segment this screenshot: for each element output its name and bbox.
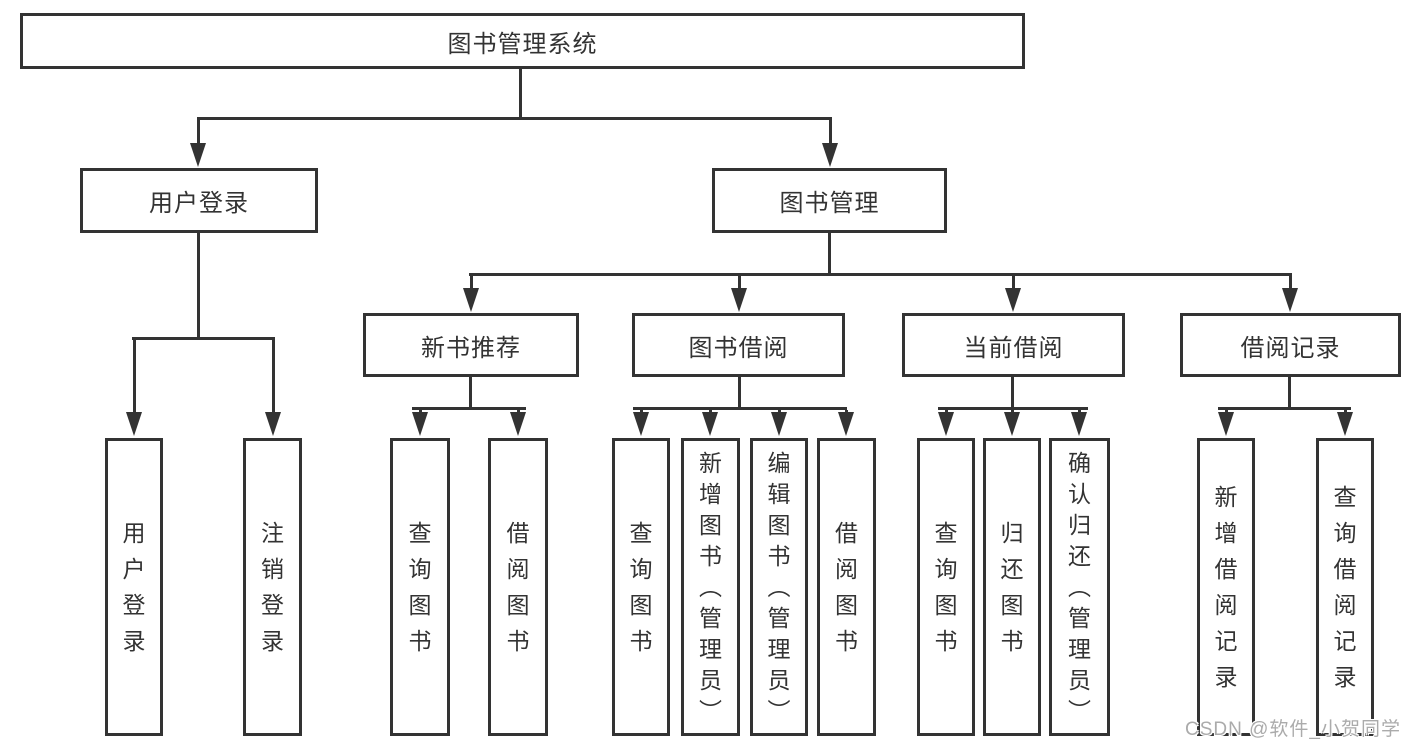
leaf-user-login-label: 用 户 登 录 [122, 520, 146, 654]
node-user-login: 用户登录 [80, 168, 318, 233]
arrow-down-icon [1282, 276, 1298, 312]
connector-line [412, 407, 526, 410]
leaf-user-login: 用 户 登 录 [105, 438, 163, 736]
leaf-record-add: 新 增 借 阅 记 录 [1197, 438, 1255, 736]
connector-line [1288, 377, 1291, 410]
arrow-down-icon [702, 410, 718, 436]
connector-line [197, 233, 200, 340]
leaf-borrow-add-book: 新 增 图 书 ︵ 管 理 员 ︶ [681, 438, 740, 736]
leaf-borrow-borrow-book-label: 借 阅 图 书 [835, 520, 858, 654]
arrow-down-icon [1005, 276, 1021, 312]
arrow-down-icon [510, 410, 526, 436]
arrow-down-icon [1071, 410, 1087, 436]
connector-line [469, 377, 472, 410]
node-root-label: 图书管理系统 [447, 30, 598, 58]
leaf-logout-label: 注 销 登 录 [261, 520, 284, 654]
node-book-borrow: 图书借阅 [632, 313, 845, 377]
arrow-down-icon [412, 410, 428, 436]
arrow-down-icon [1004, 410, 1020, 436]
connector-line [197, 117, 832, 120]
node-book-management-label: 图书管理 [779, 190, 880, 217]
node-new-book-recommend: 新书推荐 [363, 313, 579, 377]
leaf-borrow-query-book: 查 询 图 书 [612, 438, 670, 736]
node-user-login-label: 用户登录 [149, 190, 249, 217]
node-borrow-record: 借阅记录 [1180, 313, 1401, 377]
leaf-borrow-edit-book-label: 编 辑 图 书 ︵ 管 理 员 ︶ [767, 449, 791, 724]
leaf-current-query-book-label: 查 询 图 书 [934, 520, 958, 654]
leaf-logout: 注 销 登 录 [243, 438, 302, 736]
leaf-record-query: 查 询 借 阅 记 录 [1316, 438, 1374, 736]
node-new-book-recommend-label: 新书推荐 [421, 334, 521, 362]
node-book-management: 图书管理 [712, 168, 947, 233]
connector-line [633, 407, 847, 410]
arrow-down-icon [838, 410, 854, 436]
arrow-down-icon [463, 276, 479, 312]
leaf-current-confirm-return-label: 确 认 归 还 ︵ 管 理 员 ︶ [1068, 449, 1091, 724]
connector-line [938, 407, 1088, 410]
arrow-down-icon [633, 410, 649, 436]
arrow-down-icon [1337, 410, 1353, 436]
node-borrow-record-label: 借阅记录 [1240, 334, 1341, 362]
leaf-recommend-borrow-book: 借 阅 图 书 [488, 438, 548, 736]
leaf-recommend-query-book-label: 查 询 图 书 [408, 520, 432, 654]
leaf-current-confirm-return: 确 认 归 还 ︵ 管 理 员 ︶ [1049, 438, 1110, 736]
arrow-down-icon [822, 118, 838, 167]
node-current-borrow-label: 当前借阅 [963, 334, 1064, 362]
leaf-record-query-label: 查 询 借 阅 记 录 [1333, 484, 1357, 690]
connector-line [469, 273, 1292, 276]
leaf-borrow-query-book-label: 查 询 图 书 [629, 520, 653, 654]
leaf-current-query-book: 查 询 图 书 [917, 438, 975, 736]
connector-line [1218, 407, 1351, 410]
leaf-recommend-borrow-book-label: 借 阅 图 书 [506, 520, 530, 654]
connector-line [1011, 377, 1014, 410]
leaf-current-return-book-label: 归 还 图 书 [1000, 520, 1024, 654]
watermark: CSDN @软件_小贺同学 [1185, 719, 1401, 740]
leaf-borrow-edit-book: 编 辑 图 书 ︵ 管 理 员 ︶ [750, 438, 808, 736]
leaf-current-return-book: 归 还 图 书 [983, 438, 1041, 736]
connector-line [738, 377, 741, 410]
arrow-down-icon [771, 410, 787, 436]
leaf-borrow-add-book-label: 新 增 图 书 ︵ 管 理 员 ︶ [699, 449, 722, 724]
arrow-down-icon [126, 340, 142, 436]
node-book-borrow-label: 图书借阅 [688, 334, 789, 362]
leaf-recommend-query-book: 查 询 图 书 [390, 438, 450, 736]
connector-line [828, 233, 831, 276]
connector-line [519, 68, 522, 120]
arrow-down-icon [190, 118, 206, 167]
leaf-borrow-borrow-book: 借 阅 图 书 [817, 438, 876, 736]
leaf-record-add-label: 新 增 借 阅 记 录 [1214, 484, 1238, 690]
connector-line [132, 337, 275, 340]
arrow-down-icon [265, 340, 281, 436]
arrow-down-icon [731, 276, 747, 312]
node-root: 图书管理系统 [20, 13, 1025, 69]
arrow-down-icon [938, 410, 954, 436]
arrow-down-icon [1218, 410, 1234, 436]
node-current-borrow: 当前借阅 [902, 313, 1125, 377]
